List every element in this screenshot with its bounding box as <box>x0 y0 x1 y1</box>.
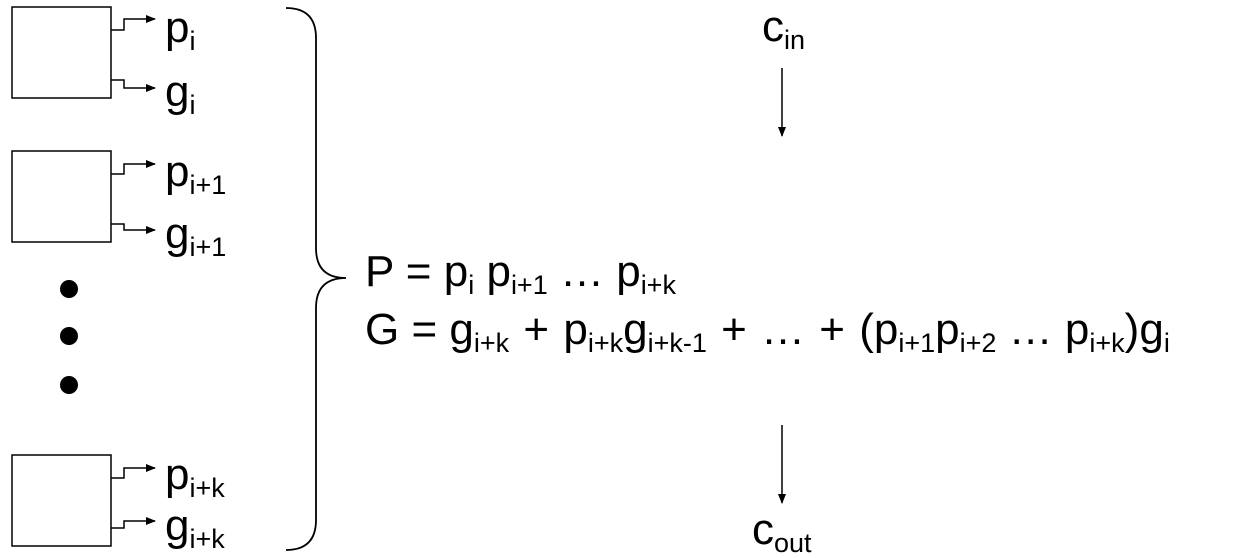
label-g-i-plus-1: gi+1 <box>165 209 227 262</box>
arrow-p-i-plus-1 <box>111 160 156 175</box>
eq-p-term-2: pi+1 <box>486 247 548 300</box>
eq-p-lhs: P <box>365 247 394 296</box>
arrow-g-i-plus-k <box>111 517 156 529</box>
ellipsis-dot-3 <box>60 376 78 394</box>
eq-g-term-1: gi+k <box>449 305 510 358</box>
eq-g-lhs: G <box>365 305 400 354</box>
ellipsis-dot-1 <box>60 280 78 298</box>
eq-g-term-3: (pi+1pi+2 … pi+k)gi <box>859 305 1170 358</box>
equation-p: P = pi pi+1 … pi+k <box>365 247 676 300</box>
arrow-g-i-plus-1 <box>111 223 156 234</box>
ellipsis-dot-2 <box>60 327 78 345</box>
eq-p-equals: = <box>405 247 432 296</box>
arrow-g-i <box>111 79 156 92</box>
label-carry-in: cin <box>762 2 806 55</box>
eq-p-term-3: pi+k <box>616 247 676 300</box>
label-g-i: gi <box>165 67 196 120</box>
label-p-i-plus-k: pi+k <box>165 450 225 503</box>
eq-p-term-1: pi <box>443 247 475 300</box>
cell-box-i-plus-1 <box>11 150 112 243</box>
cell-box-i <box>11 6 112 99</box>
eq-g-plus-3: + <box>819 305 845 354</box>
arrow-p-i <box>111 15 156 31</box>
eq-g-ellipsis-1: … <box>761 305 806 354</box>
eq-g-term-2: pi+kgi+k-1 <box>563 305 707 358</box>
arrow-p-i-plus-k <box>111 464 156 479</box>
label-carry-out: cout <box>752 505 812 558</box>
eq-p-ellipsis: … <box>559 247 604 296</box>
label-p-i: pi <box>165 3 196 56</box>
eq-g-equals: = <box>411 305 438 354</box>
eq-g-plus-1: + <box>523 305 550 354</box>
curly-brace <box>285 7 347 551</box>
label-g-i-plus-k: gi+k <box>165 501 225 554</box>
cell-box-i-plus-k <box>11 454 112 547</box>
equation-g: G = gi+k + pi+kgi+k-1 + … + (pi+1pi+2 … … <box>365 305 1170 358</box>
label-p-i-plus-1: pi+1 <box>165 147 227 200</box>
eq-g-plus-2: + <box>721 305 747 354</box>
